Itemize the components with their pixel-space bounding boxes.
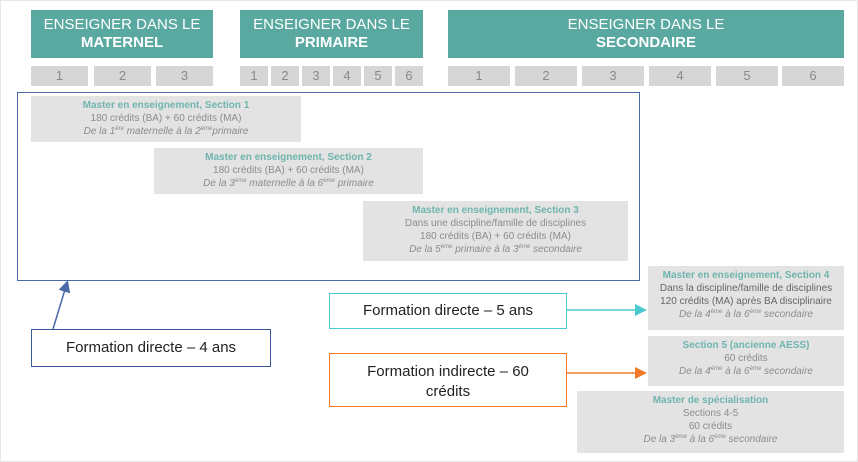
year-cell-secondaire-2: 2 [515, 66, 577, 86]
label-five-years: Formation directe – 5 ans [329, 293, 567, 329]
section-discipline: Dans la discipline/famille de discipline… [659, 283, 833, 294]
label-indirect-line2: crédits [425, 383, 471, 400]
section-credits: 60 crédits [724, 353, 768, 364]
specialisation-box: Master de spécialisation Sections 4-5 60… [577, 391, 844, 453]
section-title: Master en enseignement, Section 1 [82, 100, 250, 111]
section-title: Master en enseignement, Section 3 [412, 205, 579, 216]
header-line1: ENSEIGNER DANS LE [253, 16, 410, 33]
header-line1: ENSEIGNER DANS LE [43, 16, 201, 33]
section-range: De la 3ème à la 6ème secondaire [643, 434, 778, 445]
year-cell-secondaire-5: 5 [716, 66, 778, 86]
section-range: De la 3ème maternelle à la 6ème primaire [203, 178, 374, 189]
section-title: Section 5 (ancienne AESS) [682, 340, 810, 351]
year-cell-secondaire-3: 3 [582, 66, 644, 86]
section-credits: 180 crédits (BA) + 60 crédits (MA) [90, 113, 242, 124]
label-four-years: Formation directe – 4 ans [31, 329, 271, 367]
year-cell-primaire-1: 1 [240, 66, 268, 86]
year-cell-secondaire-1: 1 [448, 66, 510, 86]
arrow-four-years [52, 280, 71, 330]
section-range: De la 1ère maternelle à la 2èmeprimaire [83, 126, 249, 137]
label-indirect: Formation indirecte – 60 crédits [329, 353, 567, 407]
year-cell-primaire-2: 2 [271, 66, 299, 86]
header-primaire: ENSEIGNER DANS LE PRIMAIRE [240, 10, 423, 58]
section-range: De la 4ème à la 6ème secondaire [679, 366, 813, 377]
year-cell-maternel-3: 3 [156, 66, 213, 86]
header-line2: SECONDAIRE [595, 34, 696, 51]
section-discipline: Dans une discipline/famille de disciplin… [404, 218, 587, 229]
section-sections: Sections 4-5 [682, 408, 739, 419]
section-1-box: Master en enseignement, Section 1 180 cr… [31, 96, 301, 142]
header-secondaire: ENSEIGNER DANS LE SECONDAIRE [448, 10, 844, 58]
section-credits: 120 crédits (MA) après BA disciplinaire [660, 296, 832, 307]
header-line1: ENSEIGNER DANS LE [567, 16, 725, 33]
four-year-outline [17, 92, 640, 281]
year-cell-maternel-1: 1 [31, 66, 88, 86]
header-line2: PRIMAIRE [294, 34, 369, 51]
section-4-box: Master en enseignement, Section 4 Dans l… [648, 266, 844, 330]
year-cell-primaire-6: 6 [395, 66, 423, 86]
section-title: Master en enseignement, Section 4 [662, 270, 830, 281]
header-maternel: ENSEIGNER DANS LE MATERNEL [31, 10, 213, 58]
year-cell-primaire-5: 5 [364, 66, 392, 86]
year-cell-primaire-3: 3 [302, 66, 330, 86]
section-range: De la 4ème à la 6ème secondaire [679, 309, 813, 320]
year-cell-maternel-2: 2 [94, 66, 151, 86]
year-cell-secondaire-6: 6 [782, 66, 844, 86]
section-3-box: Master en enseignement, Section 3 Dans u… [363, 201, 628, 261]
header-line2: MATERNEL [80, 34, 164, 51]
section-2-box: Master en enseignement, Section 2 180 cr… [154, 148, 423, 194]
section-title: Master en enseignement, Section 2 [205, 152, 372, 163]
label-indirect-line1: Formation indirecte – 60 [367, 363, 529, 380]
section-credits: 60 crédits [688, 421, 733, 432]
year-cell-secondaire-4: 4 [649, 66, 711, 86]
section-credits: 180 crédits (BA) + 60 crédits (MA) [213, 165, 364, 176]
section-5-box: Section 5 (ancienne AESS) 60 crédits De … [648, 336, 844, 386]
section-title: Master de spécialisation [652, 395, 769, 406]
year-cell-primaire-4: 4 [333, 66, 361, 86]
section-range: De la 5ème primaire à la 3ème secondaire [409, 244, 582, 255]
section-credits: 180 crédits (BA) + 60 crédits (MA) [420, 231, 571, 242]
